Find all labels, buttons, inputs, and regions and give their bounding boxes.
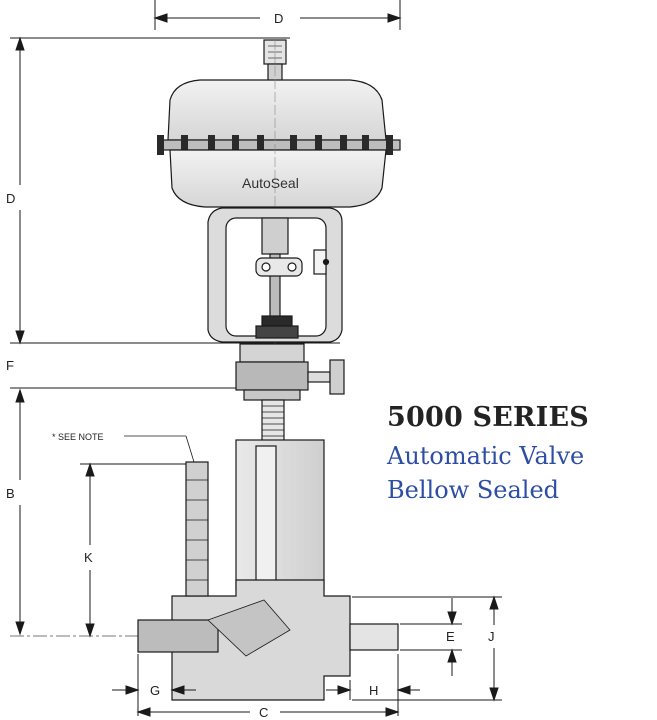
brand-label: AutoSeal	[242, 175, 299, 191]
label-port-height: J	[488, 629, 495, 644]
dimension-bottom	[112, 654, 420, 717]
label-top-width: D	[274, 11, 283, 26]
see-note-label: * SEE NOTE	[52, 432, 104, 442]
label-right-socket: H	[369, 683, 378, 698]
label-body-height: B	[6, 486, 15, 501]
label-actuator-height: D	[6, 191, 15, 206]
dimension-left-verticals	[10, 36, 340, 636]
dimension-top-width	[153, 0, 402, 30]
series-title: 5000 SERIES	[387, 402, 589, 433]
yoke	[207, 207, 343, 343]
label-yoke-gap: F	[6, 358, 14, 373]
dimension-right-verticals	[352, 595, 502, 702]
actuator	[157, 39, 401, 640]
dimension-branch-height	[80, 462, 186, 638]
label-overall-length: C	[259, 705, 268, 720]
series-heading-block: 5000 SERIES Automatic Valve Bellow Seale…	[387, 402, 657, 507]
series-subtitle-line1: Automatic Valve	[387, 442, 585, 470]
label-port-diameter: E	[446, 629, 455, 644]
label-left-socket: G	[150, 683, 160, 698]
series-subtitle-line2: Bellow Sealed	[387, 476, 560, 504]
valve-body	[137, 439, 399, 701]
note-leader-drop	[185, 435, 195, 463]
label-branch-height: K	[84, 550, 93, 565]
